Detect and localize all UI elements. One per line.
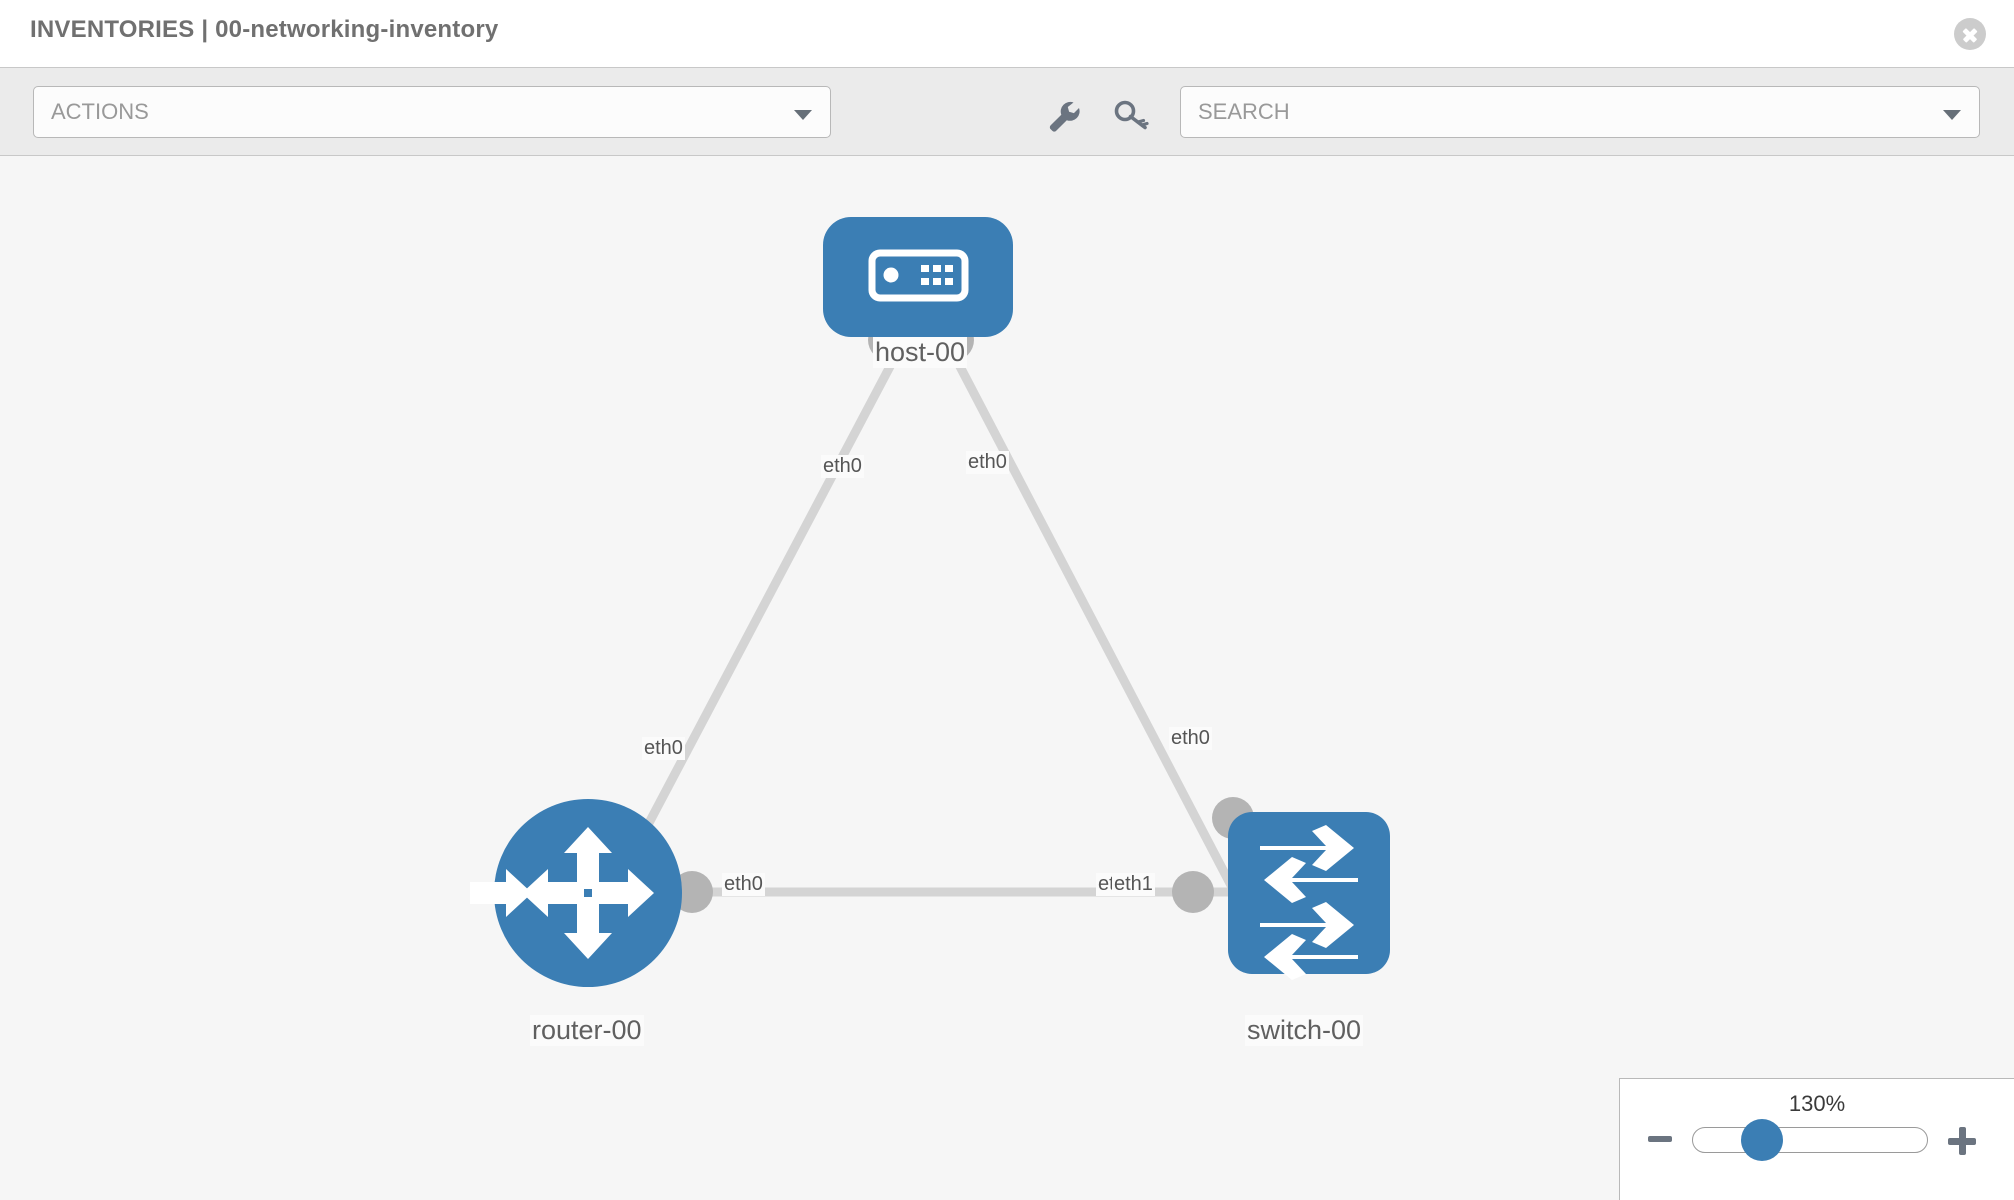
router-arrows-icon xyxy=(470,827,654,959)
zoom-level-value: 130% xyxy=(1788,1091,1846,1116)
node-router-00 xyxy=(470,799,682,987)
node-label-switch-00: switch-00 xyxy=(1245,1015,1364,1046)
iface-label-switch00-uplink-eth0: eth0 xyxy=(1169,727,1212,750)
iface-label-host00-eth0-left: eth0 xyxy=(821,455,864,478)
toolbar: ACTIONS SEARCH xyxy=(0,68,2014,156)
zoom-slider-track[interactable] xyxy=(1692,1127,1928,1153)
node-host-00 xyxy=(823,217,1013,337)
zoom-control-panel: 130% xyxy=(1619,1078,2014,1200)
chevron-down-icon xyxy=(794,110,812,120)
switch-arrows-icon xyxy=(1260,825,1358,980)
iface-label-switch00-eth1: eth1 xyxy=(1112,873,1155,896)
node-label-host-00: host-00 xyxy=(873,337,968,368)
actions-dropdown-label: ACTIONS xyxy=(51,99,149,124)
search-placeholder: SEARCH xyxy=(1198,99,1290,124)
wrench-icon[interactable] xyxy=(1043,96,1083,136)
chevron-down-icon xyxy=(1943,110,1961,120)
iface-label-router00-uplink-eth0: eth0 xyxy=(642,737,685,760)
topology-links xyxy=(608,354,1245,897)
zoom-slider-thumb[interactable] xyxy=(1741,1119,1783,1161)
link-host00-router00 xyxy=(608,354,899,896)
zoom-out-button[interactable] xyxy=(1648,1127,1672,1151)
iface-label-router00-eth0: eth0 xyxy=(722,873,765,896)
zoom-in-button[interactable] xyxy=(1948,1127,1976,1155)
actions-dropdown[interactable]: ACTIONS xyxy=(33,86,831,138)
page-title: INVENTORIES | 00-networking-inventory xyxy=(30,16,499,43)
connector-switch00-eth1 xyxy=(1172,871,1214,913)
iface-label-host00-eth0-right: eth0 xyxy=(966,451,1009,474)
topology-canvas[interactable]: host-00 router-00 switch-00 eth0 eth0 et… xyxy=(0,157,2014,1200)
link-host00-switch00 xyxy=(951,354,1239,896)
search-input[interactable]: SEARCH xyxy=(1180,86,1980,138)
key-icon[interactable] xyxy=(1111,96,1151,136)
close-icon[interactable] xyxy=(1954,18,1986,50)
page-header: INVENTORIES | 00-networking-inventory xyxy=(0,0,2014,68)
node-switch-00 xyxy=(1228,812,1390,980)
node-label-router-00: router-00 xyxy=(530,1015,644,1046)
host-device-icon xyxy=(868,249,969,302)
